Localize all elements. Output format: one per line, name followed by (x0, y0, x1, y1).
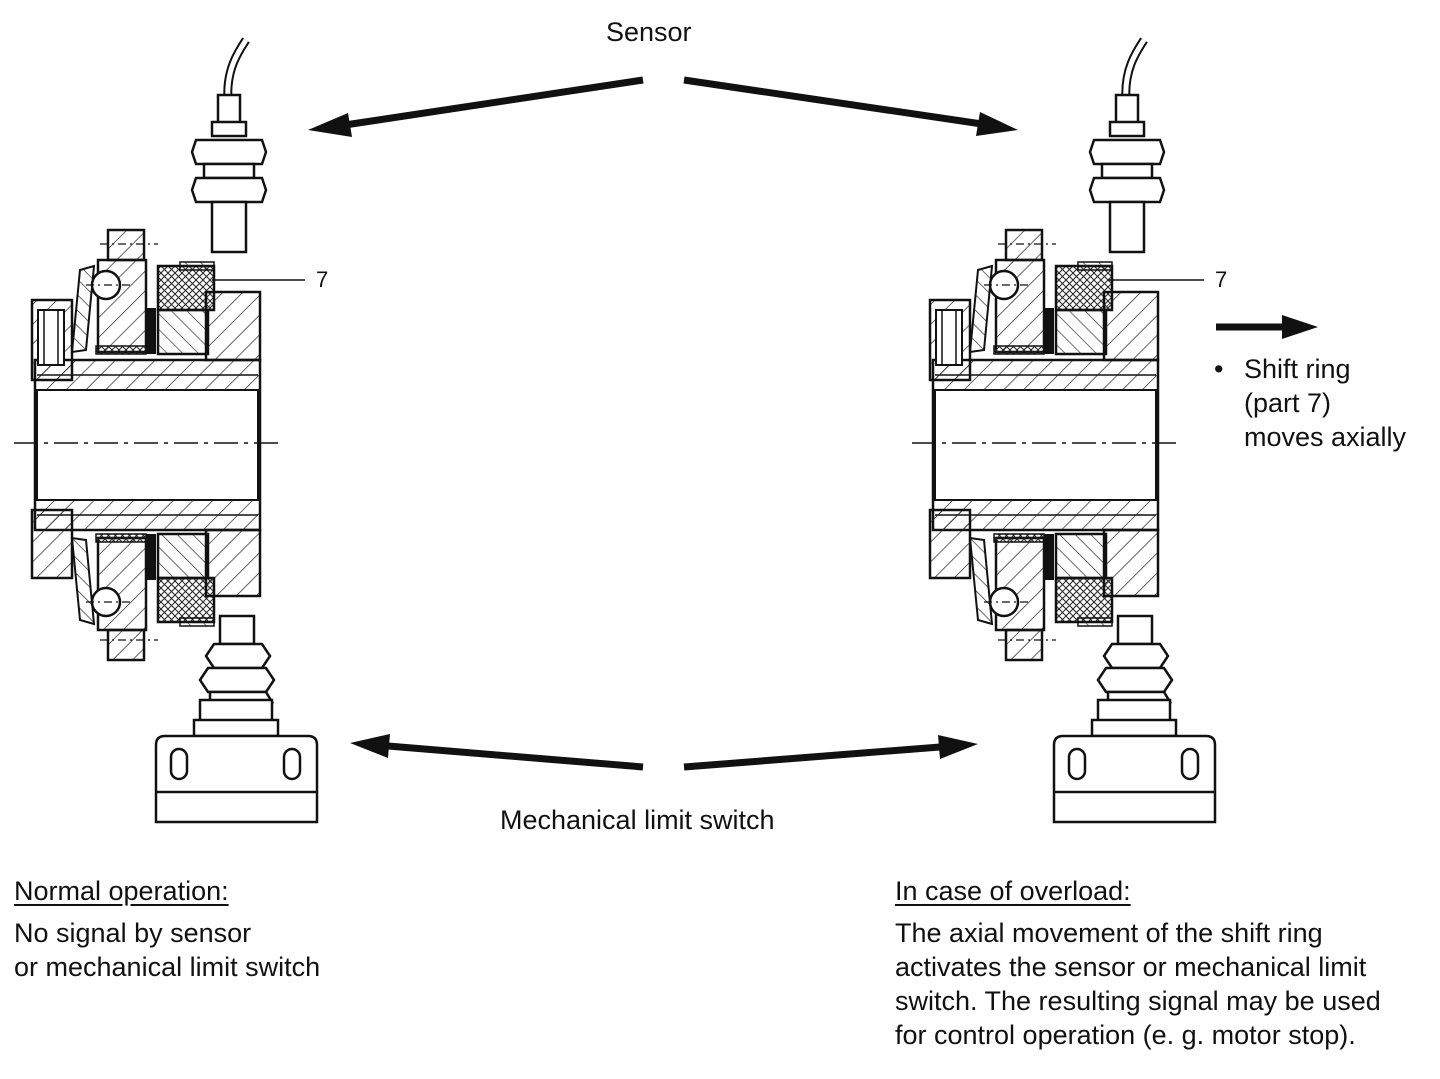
overload-line: The axial movement of the shift ring (895, 918, 1323, 948)
part-number-right: 7 (1215, 267, 1228, 292)
normal-operation-block: Normal operation: No signal by sensor or… (14, 874, 320, 984)
normal-operation-heading: Normal operation: (14, 876, 229, 906)
overload-heading: In case of overload: (895, 876, 1131, 906)
sensor-label: Sensor (606, 17, 692, 47)
overload-block: In case of overload: The axial movement … (895, 874, 1381, 1052)
shift-ring-line: (part 7) (1244, 388, 1332, 418)
arrowhead-axial-movement (1282, 315, 1318, 339)
shift-ring-note: Shift ring (part 7) moves axially (1244, 352, 1406, 454)
arrow-sensor-right (683, 76, 983, 128)
overload-line: switch. The resulting signal may be used (895, 986, 1381, 1016)
part-number-left: 7 (316, 267, 329, 292)
limit-switch-label: Mechanical limit switch (500, 805, 775, 835)
shift-ring-bullet: • (1214, 354, 1224, 384)
overload-line: activates the sensor or mechanical limit (895, 952, 1367, 982)
arrowhead-sensor-left (308, 113, 352, 137)
assembly-overload (912, 40, 1215, 822)
normal-operation-line: No signal by sensor (14, 918, 252, 948)
shift-ring-line: Shift ring (1244, 354, 1351, 384)
arrowhead-sensor-right (976, 112, 1018, 136)
assembly-normal (14, 40, 317, 822)
arrow-switch-left (387, 742, 644, 771)
overload-line: for control operation (e. g. motor stop)… (895, 1020, 1356, 1050)
shift-ring-line: moves axially (1244, 422, 1407, 452)
arrow-sensor-left (344, 76, 644, 129)
arrow-switch-right (683, 743, 941, 771)
arrowhead-switch-right (938, 735, 978, 759)
normal-operation-line: or mechanical limit switch (14, 952, 321, 982)
arrowhead-switch-left (350, 734, 390, 758)
